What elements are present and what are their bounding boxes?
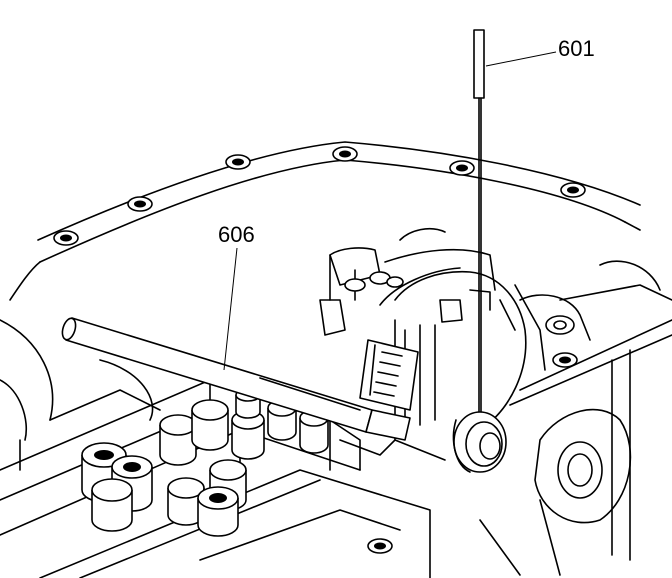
bolt-hole [127, 196, 153, 212]
electrical-connector [359, 339, 419, 441]
flange-bolt-holes [53, 146, 586, 554]
boss [267, 399, 297, 441]
bolt-hole [332, 146, 358, 162]
bolt-hole [53, 230, 79, 246]
valve-bosses [81, 388, 329, 537]
leader-line-606 [223, 247, 238, 371]
callout-606: 606 [218, 222, 255, 371]
bolt-hole [552, 352, 578, 368]
tool-601-pin [473, 29, 485, 421]
pump-housing [0, 319, 154, 441]
boss [191, 399, 229, 451]
boss [167, 477, 205, 526]
callout-label-601: 601 [558, 36, 595, 61]
shaft-seal [452, 411, 507, 473]
bolt-hole [560, 182, 586, 198]
right-housing [479, 260, 672, 576]
boss [91, 478, 133, 532]
case-flange [9, 141, 641, 301]
boss [159, 414, 197, 466]
bolt-hole [225, 154, 251, 170]
bolt-hole [367, 538, 393, 554]
leader-line-601 [485, 51, 557, 67]
boss [197, 486, 239, 537]
callout-label-606: 606 [218, 222, 255, 247]
bolt-hole [449, 160, 475, 176]
callout-601: 601 [485, 36, 595, 67]
